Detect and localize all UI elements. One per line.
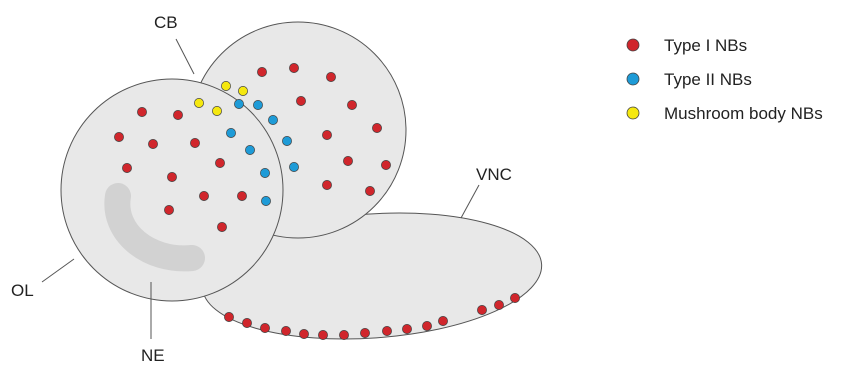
legend-swatch-mushroom-body — [626, 106, 640, 120]
type-i-nb-dot — [322, 130, 332, 140]
legend-swatch-type-ii — [626, 72, 640, 86]
type-ii-nb-dot — [289, 162, 299, 172]
type-i-nb-dot — [199, 191, 209, 201]
neuroepithelium-crescent — [104, 183, 205, 272]
type-i-nb-dot — [510, 293, 520, 303]
type-i-nb-dot — [347, 100, 357, 110]
legend-swatch-type-i — [626, 38, 640, 52]
cb-leader-line — [175, 38, 195, 75]
legend-label-mushroom-body: Mushroom body NBs — [664, 104, 823, 123]
mushroom-body-nb-dot — [194, 98, 204, 108]
type-i-nb-dot — [322, 180, 332, 190]
legend-item-mushroom-body: Mushroom body NBs — [626, 104, 823, 123]
type-i-nb-dot — [148, 139, 158, 149]
legend-item-type-i: Type I NBs — [626, 36, 747, 55]
type-i-nb-dot — [296, 96, 306, 106]
type-ii-nb-dot — [234, 99, 244, 109]
ol-leader-line — [41, 258, 75, 283]
type-i-nb-dot — [257, 67, 267, 77]
type-i-nb-dot — [217, 222, 227, 232]
type-i-nb-dot — [167, 172, 177, 182]
type-i-nb-dot — [190, 138, 200, 148]
mushroom-body-nb-dot — [238, 86, 248, 96]
type-i-nb-dot — [281, 326, 291, 336]
legend-label-type-ii: Type II NBs — [664, 70, 752, 89]
vnc-label: VNC — [476, 165, 512, 184]
type-i-nb-dot — [343, 156, 353, 166]
mushroom-body-nb-dot — [212, 106, 222, 116]
legend-label-type-i: Type I NBs — [664, 36, 747, 55]
vnc-leader-line — [460, 184, 480, 219]
type-i-nb-dot — [318, 330, 328, 340]
type-i-nb-dot — [339, 330, 349, 340]
mushroom-body-nb-dot — [221, 81, 231, 91]
type-i-nb-dot — [494, 300, 504, 310]
type-i-nb-dot — [365, 186, 375, 196]
type-ii-nb-dot — [226, 128, 236, 138]
type-ii-nb-dot — [268, 115, 278, 125]
type-i-nb-dot — [372, 123, 382, 133]
type-i-nb-dot — [173, 110, 183, 120]
type-i-nb-dot — [477, 305, 487, 315]
type-i-nb-dot — [114, 132, 124, 142]
type-ii-nb-dot — [282, 136, 292, 146]
type-i-nb-dots — [114, 63, 520, 340]
type-i-nb-dot — [122, 163, 132, 173]
type-ii-nb-dot — [261, 196, 271, 206]
type-ii-nb-dot — [253, 100, 263, 110]
type-i-nb-dot — [260, 323, 270, 333]
type-i-nb-dot — [438, 316, 448, 326]
type-ii-nb-dots — [226, 99, 299, 206]
type-i-nb-dot — [164, 205, 174, 215]
type-i-nb-dot — [381, 160, 391, 170]
cb-label: CB — [154, 13, 178, 32]
ne-label: NE — [141, 346, 165, 365]
legend: Type I NBs Type II NBs Mushroom body NBs — [626, 36, 823, 123]
type-ii-nb-dot — [245, 145, 255, 155]
type-i-nb-dot — [237, 191, 247, 201]
mushroom-body-nb-dots — [194, 81, 248, 116]
type-i-nb-dot — [215, 158, 225, 168]
type-ii-nb-dot — [260, 168, 270, 178]
type-i-nb-dot — [422, 321, 432, 331]
type-i-nb-dot — [224, 312, 234, 322]
ol-label: OL — [11, 281, 34, 300]
type-i-nb-dot — [360, 328, 370, 338]
type-i-nb-dot — [289, 63, 299, 73]
type-i-nb-dot — [402, 324, 412, 334]
type-i-nb-dot — [382, 326, 392, 336]
type-i-nb-dot — [242, 318, 252, 328]
type-i-nb-dot — [137, 107, 147, 117]
type-i-nb-dot — [299, 329, 309, 339]
type-i-nb-dot — [326, 72, 336, 82]
legend-item-type-ii: Type II NBs — [626, 70, 752, 89]
